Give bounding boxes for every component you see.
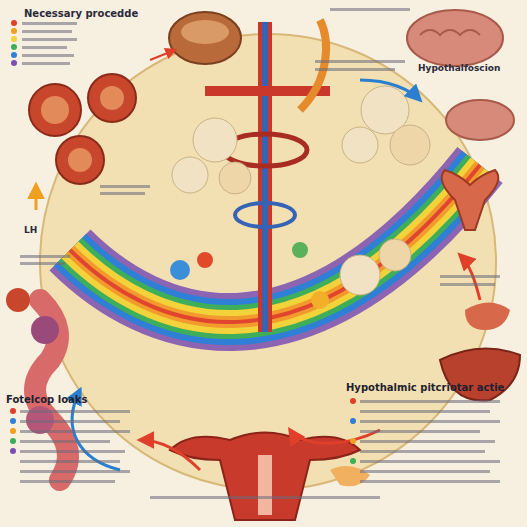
- band-yellow: [70, 165, 480, 322]
- band-orange: [70, 165, 480, 322]
- cell: [31, 316, 59, 344]
- molecule: [311, 291, 329, 309]
- label-text: Hypothalfoscion: [418, 64, 500, 74]
- staff-core: [262, 22, 268, 332]
- staff-ring: [235, 203, 295, 227]
- cell: [172, 157, 208, 193]
- tissue-core: [68, 148, 92, 172]
- cell: [390, 125, 430, 165]
- label-text: Hypothalmic pitcriotar actie: [346, 382, 504, 393]
- brain-fold: [420, 30, 480, 35]
- molecule: [292, 242, 308, 258]
- flow-arrow: [360, 80, 420, 100]
- cell: [342, 127, 378, 163]
- label-text: LH: [24, 226, 37, 236]
- molecule: [170, 260, 190, 280]
- brain: [407, 10, 503, 66]
- uterus-organ: [170, 433, 360, 521]
- gland-oval: [169, 12, 241, 64]
- gland: [330, 466, 370, 486]
- tissue-slice: [88, 74, 136, 122]
- band-red: [70, 165, 480, 322]
- uterus-organ: [442, 170, 499, 230]
- label-text: Necessary procedde: [24, 8, 138, 19]
- tissue-slice: [56, 136, 104, 184]
- flow-arrow: [150, 50, 175, 60]
- band-purple: [70, 165, 480, 322]
- cell: [6, 288, 30, 312]
- tissue-core: [100, 86, 124, 110]
- label-text: Fotelcop loaks: [6, 394, 87, 405]
- cell: [379, 239, 411, 271]
- gland-highlight: [181, 20, 229, 44]
- flow-arrow: [35, 185, 38, 210]
- uterus-canal: [258, 455, 272, 515]
- tissue-core: [41, 96, 69, 124]
- band-green: [70, 165, 480, 322]
- cell: [219, 162, 251, 194]
- organ: [465, 303, 510, 331]
- tissue-slice: [29, 84, 81, 136]
- brain: [446, 100, 514, 140]
- coil: [300, 20, 326, 110]
- flow-arrow: [140, 440, 200, 470]
- central-staff: [258, 22, 272, 332]
- band-blue: [70, 165, 480, 322]
- cell: [193, 118, 237, 162]
- cell: [340, 255, 380, 295]
- molecule: [197, 252, 213, 268]
- illegible-text: [20, 8, 500, 499]
